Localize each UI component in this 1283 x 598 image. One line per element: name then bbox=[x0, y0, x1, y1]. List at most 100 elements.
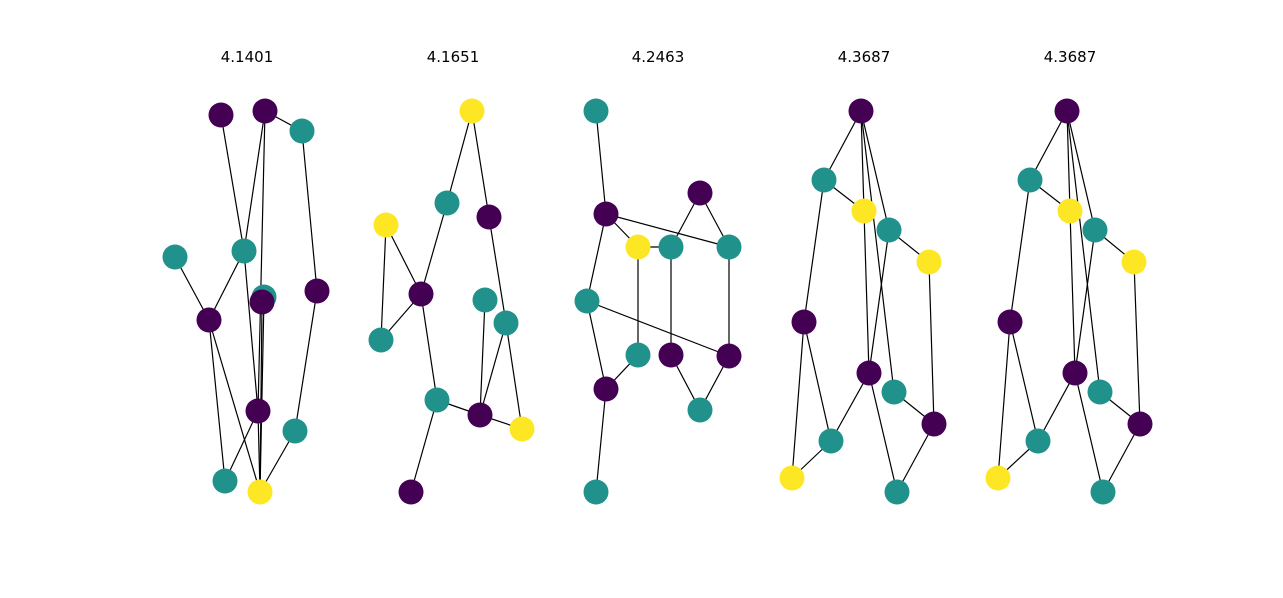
graph-node-teal bbox=[1017, 167, 1043, 193]
graph-edge bbox=[294, 290, 318, 432]
panel-3-title: 4.2463 bbox=[631, 48, 685, 66]
graph-edge bbox=[1069, 210, 1076, 374]
graph-edge bbox=[1066, 110, 1096, 231]
panel-1-title: 4.1401 bbox=[220, 48, 274, 66]
graph-node-teal bbox=[424, 387, 450, 413]
graph-node-teal bbox=[1025, 428, 1051, 454]
graph-node-purple bbox=[921, 411, 947, 437]
graph-node-teal bbox=[231, 238, 257, 264]
graph-node-teal bbox=[625, 342, 651, 368]
graph-edge bbox=[1066, 110, 1071, 212]
graph-node-teal bbox=[583, 98, 609, 124]
graph-edge bbox=[595, 388, 607, 493]
graph-node-yellow bbox=[459, 98, 485, 124]
graph-node-teal bbox=[811, 167, 837, 193]
graph-edge bbox=[803, 179, 825, 323]
graph-panel-5 bbox=[985, 98, 1153, 505]
graph-edge bbox=[997, 321, 1011, 479]
graph-edge bbox=[860, 110, 890, 231]
graph-edge bbox=[208, 319, 261, 493]
graph-node-purple bbox=[467, 402, 493, 428]
graph-edge bbox=[1066, 110, 1101, 393]
graph-node-teal bbox=[1082, 217, 1108, 243]
graph-edge bbox=[863, 210, 870, 374]
graph-edge bbox=[586, 213, 607, 302]
graph-edge bbox=[595, 110, 607, 215]
graph-node-teal bbox=[583, 479, 609, 505]
graph-edge bbox=[791, 321, 805, 479]
graph-edge bbox=[243, 110, 266, 252]
graph-node-teal bbox=[881, 379, 907, 405]
graph-edge bbox=[896, 423, 935, 493]
graph-edge bbox=[605, 213, 730, 248]
graph-edge bbox=[860, 110, 895, 393]
graph-node-teal bbox=[687, 397, 713, 423]
graph-edge bbox=[1074, 229, 1096, 374]
graph-edge bbox=[586, 300, 607, 390]
graph-edge bbox=[380, 224, 387, 341]
graph-node-purple bbox=[593, 376, 619, 402]
graph-edge bbox=[1133, 261, 1141, 425]
graph-node-purple bbox=[196, 307, 222, 333]
graph-edge bbox=[471, 110, 490, 218]
graph-node-yellow bbox=[1121, 249, 1147, 275]
graph-node-yellow bbox=[916, 249, 942, 275]
graph-edge bbox=[385, 224, 422, 295]
graph-node-purple bbox=[593, 201, 619, 227]
graph-edge bbox=[243, 250, 259, 412]
graph-node-purple bbox=[856, 360, 882, 386]
graph-node-purple bbox=[791, 309, 817, 335]
graph-panel-2 bbox=[368, 98, 535, 505]
graph-node-yellow bbox=[1057, 198, 1083, 224]
graph-node-teal bbox=[434, 190, 460, 216]
graph-node-teal bbox=[368, 327, 394, 353]
graph-edge bbox=[803, 321, 832, 442]
graph-edge bbox=[868, 229, 890, 374]
graph-node-yellow bbox=[509, 416, 535, 442]
graph-node-purple bbox=[476, 204, 502, 230]
graph-panel-3 bbox=[574, 98, 742, 505]
graph-node-teal bbox=[472, 287, 498, 313]
graph-edge bbox=[505, 322, 523, 430]
graph-node-purple bbox=[252, 98, 278, 124]
graph-node-teal bbox=[716, 234, 742, 260]
graph-edge bbox=[208, 250, 245, 321]
graph-node-purple bbox=[997, 309, 1023, 335]
graph-edge bbox=[586, 300, 730, 357]
graph-node-purple bbox=[658, 342, 684, 368]
graph-node-purple bbox=[1054, 98, 1080, 124]
graph-edge bbox=[479, 299, 486, 416]
graph-edge bbox=[860, 110, 865, 212]
graph-node-purple bbox=[249, 289, 275, 315]
graph-edge bbox=[1037, 372, 1076, 442]
graph-node-purple bbox=[398, 479, 424, 505]
graph-node-yellow bbox=[851, 198, 877, 224]
graph-node-purple bbox=[408, 281, 434, 307]
graph-node-yellow bbox=[373, 212, 399, 238]
graph-edge bbox=[868, 372, 898, 493]
graph-edge bbox=[208, 319, 226, 482]
graph-node-teal bbox=[493, 310, 519, 336]
graph-node-purple bbox=[1127, 411, 1153, 437]
graph-node-yellow bbox=[625, 234, 651, 260]
graph-edge bbox=[420, 293, 438, 401]
graph-edge bbox=[410, 399, 438, 493]
graph-node-yellow bbox=[779, 465, 805, 491]
graph-edge bbox=[259, 301, 263, 493]
graph-edge bbox=[257, 410, 261, 493]
graph-edge bbox=[488, 216, 507, 324]
graph-node-teal bbox=[818, 428, 844, 454]
graph-edge bbox=[1029, 110, 1068, 181]
graph-panel-4 bbox=[779, 98, 947, 505]
graph-node-purple bbox=[245, 398, 271, 424]
graph-node-teal bbox=[1090, 479, 1116, 505]
graph-node-teal bbox=[1087, 379, 1113, 405]
graph-node-purple bbox=[304, 278, 330, 304]
graph-node-purple bbox=[716, 343, 742, 369]
graph-node-teal bbox=[162, 244, 188, 270]
graph-node-purple bbox=[208, 102, 234, 128]
graph-node-purple bbox=[1062, 360, 1088, 386]
graph-edge bbox=[1074, 372, 1104, 493]
panel-5-title: 4.3687 bbox=[1043, 48, 1097, 66]
